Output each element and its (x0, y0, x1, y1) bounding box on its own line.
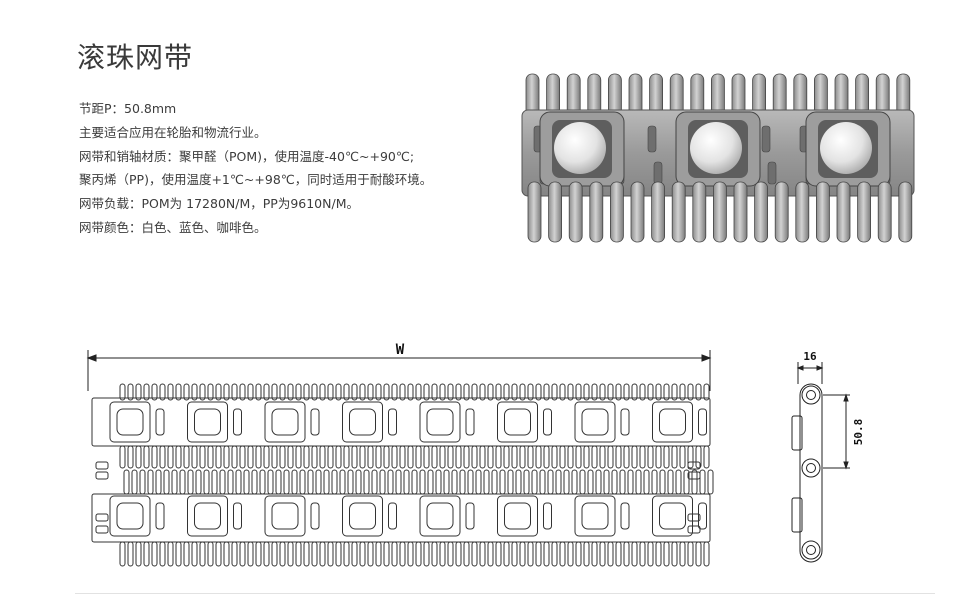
spec-material-pp: 聚丙烯（PP)，使用温度+1℃~+98℃，同时适用于耐酸环境。 (79, 172, 433, 188)
spec-colors: 网带颜色：白色、蓝色、咖啡色。 (79, 219, 267, 235)
spec-application: 主要适合应用在轮胎和物流行业。 (79, 124, 267, 140)
belt-side-view: 16 50.8 (791, 350, 865, 563)
belt-3d-illustration (521, 73, 915, 243)
width-dimension-label: W (396, 342, 405, 358)
spec-pitch: 节距P：50.8mm (79, 101, 177, 116)
spec-list: 节距P：50.8mm 主要适合应用在轮胎和物流行业。 网带和销轴材质：聚甲醛（P… (79, 97, 509, 240)
spec-load: 网带负载：POM为 17280N/M，PP为9610N/M。 (79, 196, 359, 212)
bottom-divider (75, 593, 935, 594)
product-title: 滚珠网带 (77, 41, 194, 74)
pitch-dimension-label: 50.8 (852, 419, 865, 446)
spec-material-pom: 网带和销轴材质：聚甲醛（POM)，使用温度-40℃~+90℃; (79, 148, 415, 164)
belt-plan-view: W (86, 342, 714, 567)
thickness-dimension-label: 16 (803, 350, 817, 363)
